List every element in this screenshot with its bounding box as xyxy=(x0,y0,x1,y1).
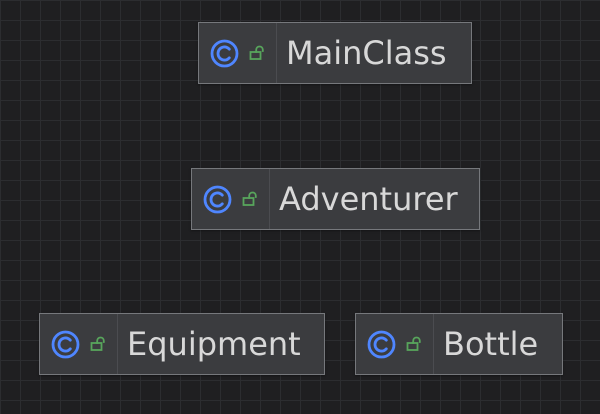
class-node-icons xyxy=(356,314,434,374)
class-node-icons xyxy=(199,23,277,83)
unlocked-icon xyxy=(248,44,266,62)
class-node-icons xyxy=(192,169,270,229)
unlocked-icon xyxy=(405,335,423,353)
class-icon xyxy=(209,38,240,69)
class-icon xyxy=(366,329,397,360)
class-name: Adventurer xyxy=(279,180,458,218)
unlocked-icon xyxy=(89,335,107,353)
class-node-equipment[interactable]: Equipment xyxy=(39,313,325,375)
class-node-adventurer[interactable]: Adventurer xyxy=(191,168,480,230)
class-node-icons xyxy=(40,314,118,374)
class-name: MainClass xyxy=(286,34,447,72)
class-node-bottle[interactable]: Bottle xyxy=(355,313,563,375)
class-name: Equipment xyxy=(127,325,301,363)
class-icon xyxy=(50,329,81,360)
class-node-mainclass[interactable]: MainClass xyxy=(198,22,472,84)
class-icon xyxy=(202,184,233,215)
unlocked-icon xyxy=(241,190,259,208)
class-name: Bottle xyxy=(443,325,539,363)
